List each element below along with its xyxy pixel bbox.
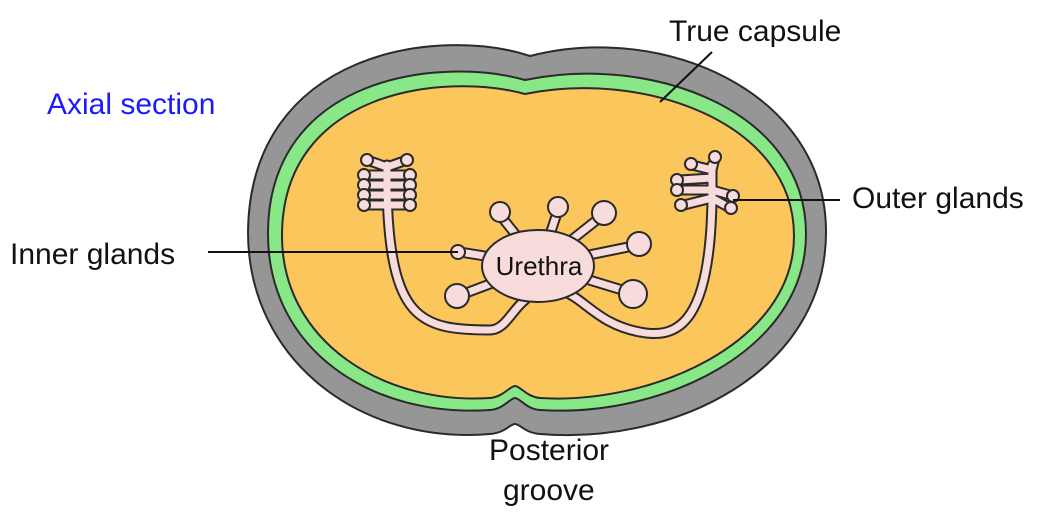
diagram-title: Axial section — [47, 88, 215, 121]
inner-glands-label: Inner glands — [10, 238, 175, 271]
true-capsule-label: True capsule — [669, 15, 841, 48]
posterior-groove-label-line1: Posterior — [489, 434, 609, 467]
urethra-label: Urethra — [496, 251, 583, 281]
outer-glands-label: Outer glands — [852, 182, 1024, 215]
posterior-groove-label-line2: groove — [503, 474, 595, 507]
